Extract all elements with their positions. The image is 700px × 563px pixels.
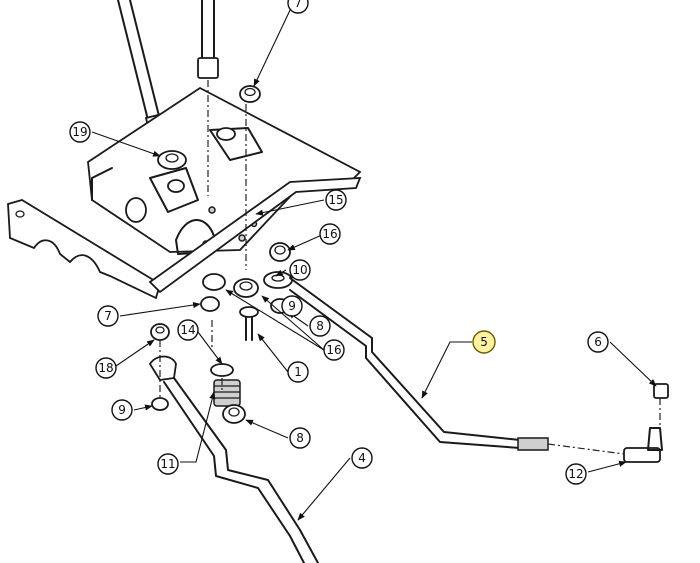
- callout-11[interactable]: 11: [157, 453, 179, 475]
- callout-10[interactable]: 10: [289, 259, 311, 281]
- nut-16: [269, 242, 291, 262]
- callout-8-upper[interactable]: 8: [309, 315, 331, 337]
- mounting-bracket: [87, 86, 362, 255]
- top-bolt: [197, 0, 219, 79]
- callout-label: 1: [294, 365, 302, 379]
- callout-label: 5: [480, 335, 488, 349]
- callout-14[interactable]: 14: [177, 319, 199, 341]
- callout-12[interactable]: 12: [565, 463, 587, 485]
- callout-label: 7: [104, 309, 112, 323]
- washer-14: [210, 363, 234, 377]
- callout-label: 8: [316, 319, 324, 333]
- rod-5: [289, 277, 549, 451]
- callout-15[interactable]: 15: [325, 189, 347, 211]
- callout-5[interactable]: 5: [472, 330, 496, 354]
- bolt-1: [239, 306, 259, 341]
- assembly-lines: [159, 80, 661, 455]
- nut-8-lower: [222, 404, 246, 424]
- pin-6: [653, 383, 669, 399]
- callout-label: 8: [296, 431, 304, 445]
- callout-9-left[interactable]: 9: [111, 399, 133, 421]
- callout-label: 10: [292, 263, 307, 277]
- callout-label: 6: [594, 335, 602, 349]
- washer-stack-center: [200, 273, 259, 312]
- callout-label: 7: [294, 0, 302, 10]
- callout-label: 16: [322, 227, 337, 241]
- callout-label: 16: [326, 343, 341, 357]
- clevis-12: [623, 427, 663, 463]
- nut-18: [150, 323, 170, 341]
- callout-9-right[interactable]: 9: [281, 295, 303, 317]
- callout-label: 9: [118, 403, 126, 417]
- callout-16-upper[interactable]: 16: [319, 223, 341, 245]
- callout-6[interactable]: 6: [587, 331, 609, 353]
- callout-label: 4: [358, 451, 366, 465]
- callout-19[interactable]: 19: [69, 121, 91, 143]
- callout-1[interactable]: 1: [287, 361, 309, 383]
- callout-label: 18: [98, 361, 113, 375]
- callout-7-top[interactable]: 7: [287, 0, 309, 14]
- callout-16-lower[interactable]: 16: [323, 339, 345, 361]
- washer-19: [157, 150, 187, 170]
- rod-4: [148, 355, 319, 563]
- callout-label: 12: [568, 467, 583, 481]
- top-nut: [239, 85, 261, 103]
- leader-lines: [91, 5, 657, 521]
- callout-label: 15: [328, 193, 343, 207]
- callout-4[interactable]: 4: [351, 447, 373, 469]
- side-rail: [7, 199, 162, 300]
- spring-11: [213, 379, 241, 407]
- callout-7[interactable]: 7: [97, 305, 119, 327]
- callout-label: 14: [180, 323, 195, 337]
- callout-8[interactable]: 8: [289, 427, 311, 449]
- callout-label: 19: [72, 125, 87, 139]
- callout-label: 11: [160, 457, 175, 471]
- sliding-bar: [148, 177, 362, 294]
- callout-label: 9: [288, 299, 296, 313]
- washer-9-left: [151, 397, 169, 411]
- callout-18[interactable]: 18: [95, 357, 117, 379]
